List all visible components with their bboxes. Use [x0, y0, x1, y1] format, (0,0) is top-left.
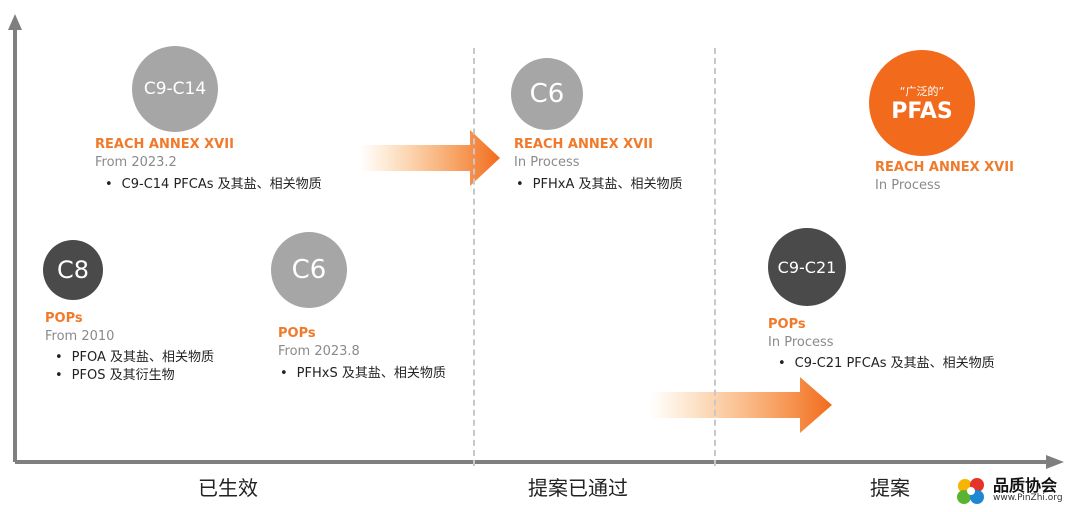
- phase-label-approved: 提案已通过: [528, 476, 628, 500]
- phase-label-proposal: 提案: [870, 476, 910, 500]
- flower-logo-icon: [957, 478, 984, 504]
- pfas-regulation: REACH ANNEX XVII: [875, 160, 1014, 175]
- c8-bullet-2: PFOS 及其衍生物: [55, 364, 175, 383]
- c8-bullet-1: PFOA 及其盐、相关物质: [55, 346, 214, 365]
- c9-c21-status: In Process: [768, 335, 834, 350]
- c8-regulation: POPs: [45, 311, 83, 326]
- pfas-badge-title: PFAS: [891, 98, 953, 124]
- badge-c9-c21: C9-C21: [768, 228, 846, 306]
- c9-c21-regulation: POPs: [768, 317, 806, 332]
- logo-name: 品质协会: [993, 476, 1058, 495]
- logo-url: www.PinZhi.org: [993, 493, 1063, 503]
- badge-c8: C8: [43, 240, 103, 300]
- pfas-status: In Process: [875, 178, 941, 193]
- c8-status: From 2010: [45, 329, 115, 344]
- phase-divider-2: [714, 48, 716, 466]
- c6-reach-bullet-1: PFHxA 及其盐、相关物质: [516, 173, 683, 192]
- logo: 品质协会 www.PinZhi.org: [955, 472, 1075, 508]
- progress-arrow-to-effective: [650, 377, 832, 433]
- y-axis-arrowhead: [8, 14, 22, 30]
- c9-c14-regulation: REACH ANNEX XVII: [95, 137, 234, 152]
- c6-reach-regulation: REACH ANNEX XVII: [514, 137, 653, 152]
- badge-c6-pops: C6: [271, 232, 347, 308]
- c9-c14-status: From 2023.2: [95, 155, 177, 170]
- phase-divider-1: [473, 48, 475, 466]
- pfas-badge-subtitle: “广泛的”: [899, 84, 945, 98]
- progress-arrow-to-approved: [360, 130, 500, 186]
- badge-pfas: “广泛的” PFAS: [869, 50, 975, 156]
- c9-c14-bullet-1: C9-C14 PFCAs 及其盐、相关物质: [105, 173, 322, 192]
- x-axis-arrowhead: [1046, 455, 1064, 469]
- badge-c9-c14: C9-C14: [132, 46, 218, 132]
- phase-label-effective: 已生效: [198, 476, 258, 500]
- c6-pops-status: From 2023.8: [278, 344, 360, 359]
- badge-c6-reach: C6: [511, 58, 583, 130]
- c6-reach-status: In Process: [514, 155, 580, 170]
- c9-c21-bullet-1: C9-C21 PFCAs 及其盐、相关物质: [778, 352, 995, 371]
- c6-pops-bullet-1: PFHxS 及其盐、相关物质: [280, 362, 446, 381]
- c6-pops-regulation: POPs: [278, 326, 316, 341]
